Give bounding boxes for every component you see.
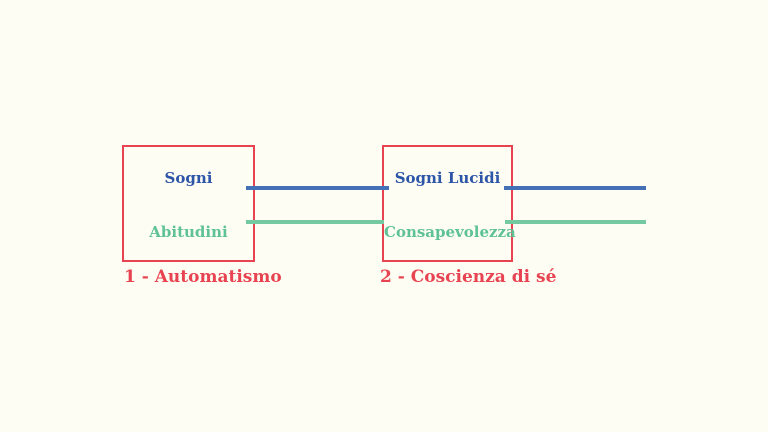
blue-connector-line-2 [504,186,646,190]
stage1-caption: 1 - Automatismo [124,267,282,287]
green-connector-line-2 [505,220,646,224]
stage2-top-label: Sogni Lucidi [394,169,501,187]
blue-connector-line-1 [246,186,389,190]
stage-box-coscienza: Sogni Lucidi Consapevolezza [382,145,516,262]
stage1-top-label: Sogni [164,169,213,187]
stage1-bottom-label: Abitudini [149,223,228,241]
green-connector-line-1 [246,220,384,224]
stage2-caption: 2 - Coscienza di sé [380,267,557,287]
stage2-bottom-label: Consapevolezza [384,223,516,241]
stage-box-automatismo: Sogni Abitudini [122,145,255,262]
